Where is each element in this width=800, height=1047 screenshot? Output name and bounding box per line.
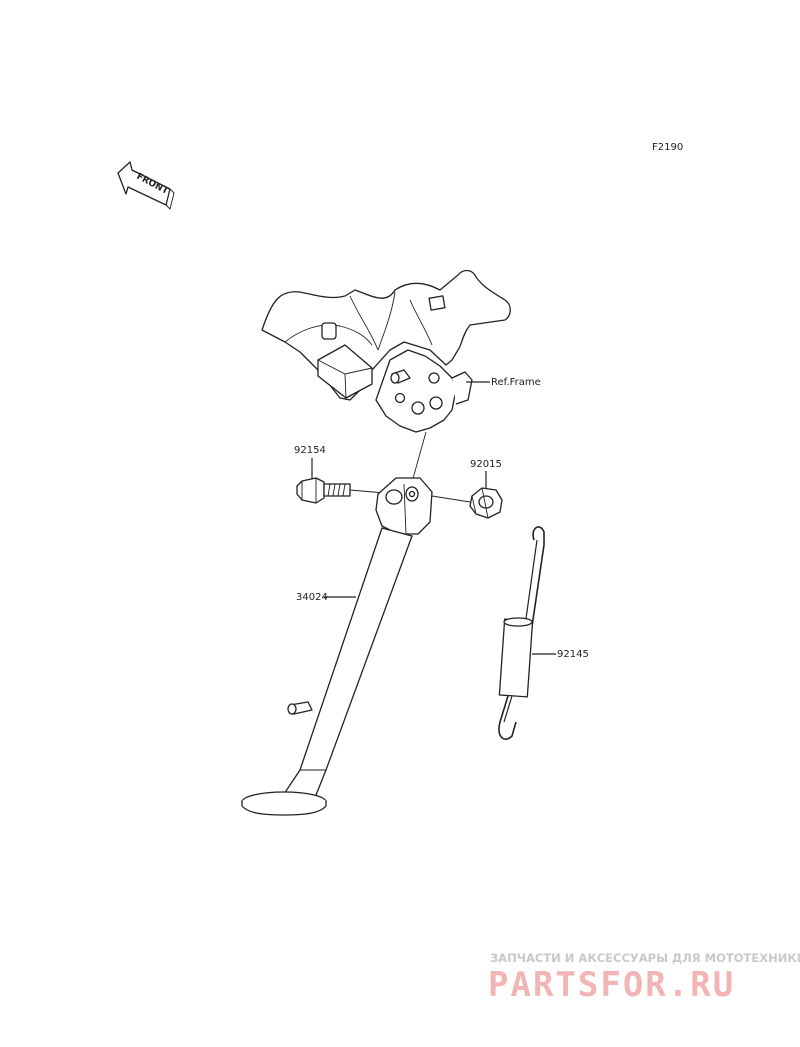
watermark-logo: PARTSFOR.RU — [488, 965, 735, 1005]
label-frame: Ref.Frame — [491, 377, 541, 388]
side-stand-part — [241, 477, 433, 816]
label-nut: 92015 — [470, 459, 502, 470]
diagram-code: F2190 — [652, 142, 683, 153]
label-stand: 34024 — [296, 592, 328, 603]
label-spring: 92145 — [557, 649, 589, 660]
spring-part — [498, 526, 545, 740]
label-bolt: 92154 — [294, 445, 326, 456]
nut-part — [469, 487, 503, 519]
frame-reference — [261, 269, 511, 433]
assembly-axis — [411, 431, 427, 483]
front-arrow-icon: FRONT — [117, 161, 175, 210]
bolt-part — [296, 477, 351, 504]
watermark-tagline: ЗАПЧАСТИ И АКСЕССУАРЫ ДЛЯ МОТОТЕХНИКИ — [490, 951, 800, 965]
nut-axis — [431, 495, 471, 503]
